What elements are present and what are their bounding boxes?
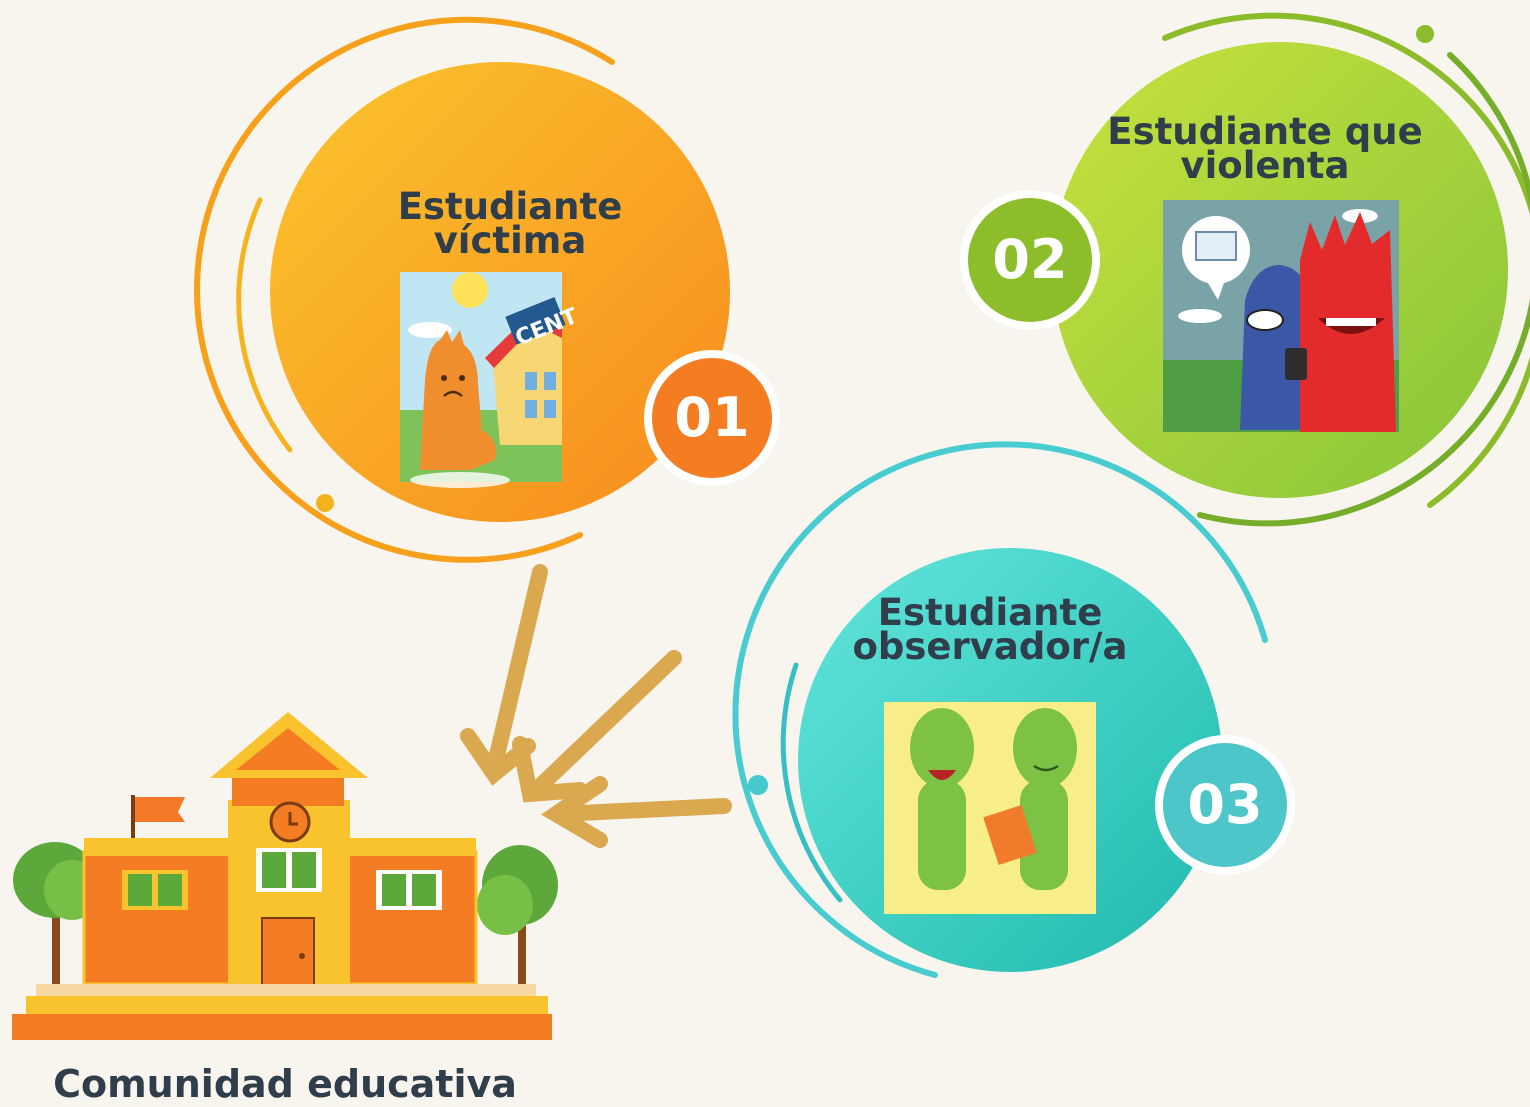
role-1-label: Estudiante víctima	[380, 185, 640, 262]
flow-arrows	[460, 564, 732, 848]
role-3-number-badge	[1163, 743, 1287, 867]
role-3-circle	[732, 441, 1295, 978]
role-2-number: 02	[992, 228, 1068, 291]
role-1-circle: CENT	[194, 16, 780, 563]
role-1-label-line-1: Estudiante	[397, 185, 623, 228]
role-3-label-line-2: observador/a	[852, 625, 1128, 668]
arrow-from-role-1	[460, 564, 548, 786]
community-label: Comunidad educativa	[53, 1062, 517, 1106]
accent-dot	[1416, 25, 1434, 43]
role-2-label: Estudiante que violenta	[1100, 110, 1430, 187]
role-2-circle	[960, 12, 1530, 527]
role-2-number-badge	[968, 198, 1092, 322]
arrow-from-role-3	[541, 776, 732, 848]
accent-dot	[316, 494, 334, 512]
role-2-label-line-2: violenta	[1180, 144, 1350, 187]
observers-illustration	[884, 702, 1096, 914]
header-title-fragment	[1000, 0, 1120, 10]
role-1-number-badge	[652, 358, 772, 478]
role-3-label: Estudiante observador/a	[840, 591, 1140, 668]
monsters-illustration	[1163, 200, 1399, 432]
school-building-icon	[12, 712, 558, 1040]
arrow-from-role-3-upper	[512, 650, 682, 803]
accent-dot	[748, 775, 768, 795]
role-1-number: 01	[674, 386, 750, 449]
sad-student-illustration: CENT	[400, 272, 581, 488]
role-1-label-line-2: víctima	[433, 219, 587, 262]
role-3-number: 03	[1187, 773, 1263, 836]
role-3-label-line-1: Estudiante	[877, 591, 1103, 634]
role-2-label-line-1: Estudiante que	[1107, 110, 1423, 153]
